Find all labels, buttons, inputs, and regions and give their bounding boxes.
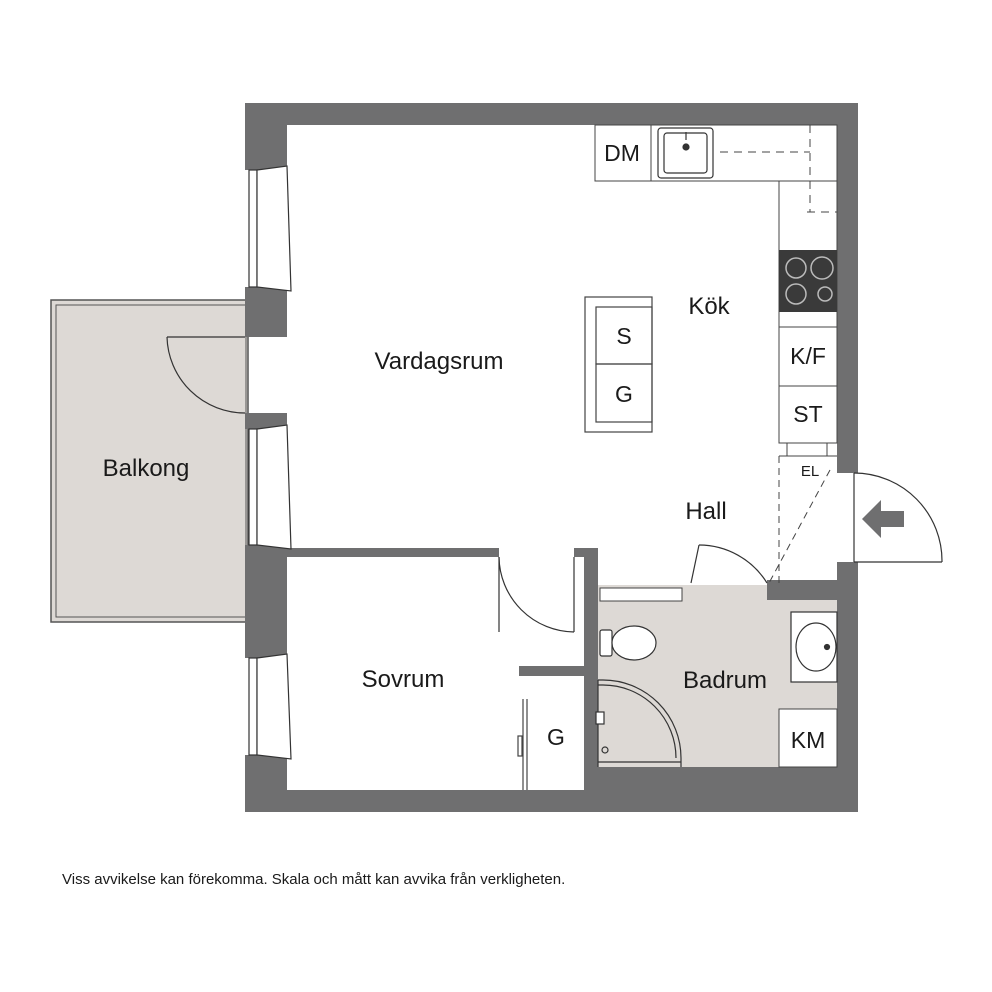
windows (248, 165, 292, 760)
outer-walls (245, 103, 858, 812)
label-dm: DM (604, 140, 640, 166)
room-label-balkong: Balkong (103, 455, 190, 482)
disclaimer-text: Viss avvikelse kan förekomma. Skala och … (62, 871, 566, 888)
balcony-door (166, 336, 246, 414)
room-label-kok: Kök (688, 293, 730, 320)
bathroom-shelf (599, 587, 683, 602)
label-sofa-s: S (616, 323, 631, 349)
entrance-arrow-icon (862, 500, 904, 538)
label-sofa-g: G (615, 381, 633, 407)
interior-walls (287, 548, 857, 790)
closet-door (517, 699, 528, 790)
room-label-sovrum: Sovrum (362, 666, 445, 693)
sink-icon (657, 127, 714, 179)
washbasin-icon (790, 611, 838, 683)
sofa (584, 296, 653, 433)
balcony (50, 299, 249, 623)
bathroom-door (690, 544, 768, 584)
entrance-door (853, 472, 943, 563)
label-el: EL (801, 463, 819, 480)
kitchen-top-counter (594, 124, 838, 213)
label-st: ST (793, 401, 822, 427)
shower-icon (595, 679, 682, 767)
room-label-vardagsrum: Vardagsrum (375, 348, 504, 375)
stove-icon (779, 250, 837, 312)
bedroom-door (498, 556, 575, 633)
room-label-hall: Hall (685, 498, 726, 525)
toilet-icon (599, 625, 657, 661)
label-wardrobe-g: G (547, 724, 565, 750)
label-km: KM (791, 727, 826, 753)
label-kf: K/F (790, 343, 826, 369)
km-cabinet (778, 708, 838, 768)
el-cabinet (768, 442, 837, 584)
room-label-badrum: Badrum (683, 667, 767, 694)
